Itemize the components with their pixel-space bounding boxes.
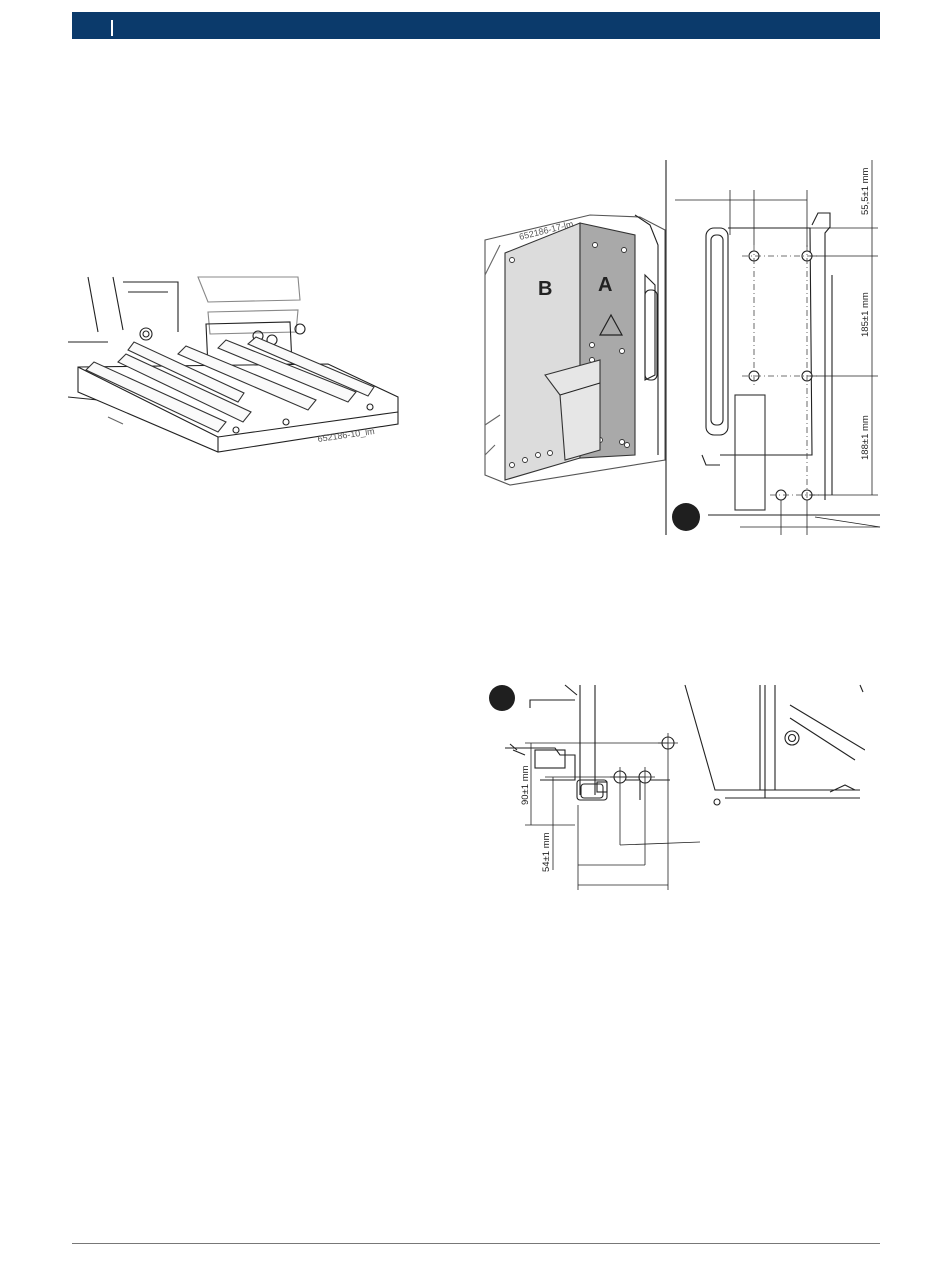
figure-badge-1: [672, 503, 700, 531]
figure-bracket: B A 652186-17-lm 55,5±1 mm 185±1 mm 188±…: [480, 155, 882, 540]
plate-a-label: A: [598, 274, 612, 296]
figure-detail: 90±1 mm 54±1 mm: [485, 680, 865, 895]
detail-illustration: 90±1 mm 54±1 mm: [485, 680, 865, 895]
roller-table-illustration: 652186-10_lm: [68, 272, 408, 462]
dimension-middle: 185±1 mm: [860, 292, 871, 337]
dimension-top: 55,5±1 mm: [860, 167, 871, 215]
header-separator: [111, 20, 113, 36]
dimension-bottom: 188±1 mm: [860, 415, 871, 460]
figure-badge-2: [489, 685, 515, 711]
bracket-illustration: B A 652186-17-lm 55,5±1 mm 185±1 mm 188±…: [480, 155, 882, 540]
dimension-height-1: 90±1 mm: [520, 765, 531, 805]
footer-rule: [72, 1243, 880, 1244]
plate-b-label: B: [538, 278, 552, 300]
figure-roller-table: 652186-10_lm: [68, 272, 408, 462]
dimension-height-2: 54±1 mm: [541, 832, 552, 872]
page-header-bar: [72, 12, 880, 39]
